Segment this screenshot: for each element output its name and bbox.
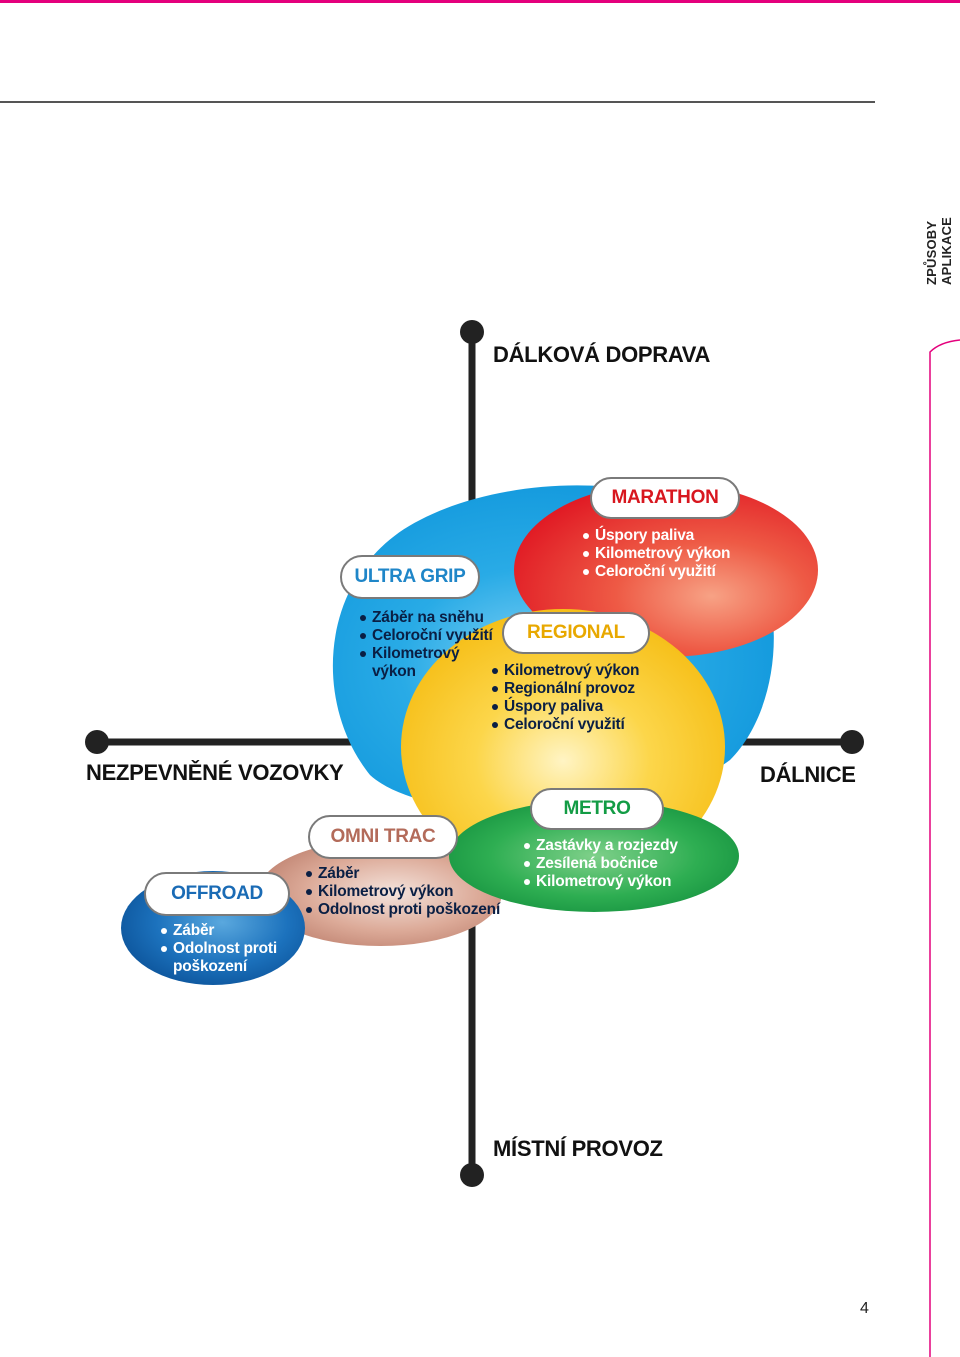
- feature-text: Kilometrový výkon: [595, 545, 731, 562]
- feature-text: Kilometrový výkon: [504, 662, 640, 679]
- bullet-icon: [583, 569, 589, 575]
- axis-label-bottom: MÍSTNÍ PROVOZ: [493, 1136, 663, 1161]
- feature-item: Kilometrový výkon: [360, 645, 495, 681]
- bullet-icon: [306, 907, 312, 913]
- bullet-icon: [161, 946, 167, 952]
- feature-text: Celoroční využití: [595, 563, 716, 580]
- omni-trac-label: OMNI TRAC: [308, 815, 458, 859]
- feature-item: Záběr: [306, 865, 506, 883]
- bullet-icon: [492, 686, 498, 692]
- header-rule: [0, 101, 875, 103]
- metro-label: METRO: [530, 788, 664, 830]
- feature-text: Záběr: [173, 922, 215, 939]
- feature-text: Celoroční využití: [504, 716, 625, 733]
- omni-trac-zone: [258, 840, 502, 946]
- feature-text: Odolnost proti poškození: [318, 901, 501, 918]
- omni-trac-features: Záběr Kilometrový výkon Odolnost proti p…: [306, 865, 506, 919]
- regional-label: REGIONAL: [502, 612, 650, 654]
- metro-zone: [449, 800, 739, 912]
- feature-item: Odolnost proti poškození: [161, 940, 291, 976]
- feature-item: Záběr: [161, 922, 291, 940]
- offroad-features: Záběr Odolnost proti poškození: [161, 922, 291, 976]
- feature-item: Celoroční využití: [360, 627, 495, 645]
- feature-text: Regionální provoz: [504, 680, 635, 697]
- feature-item: Záběr na sněhu: [360, 609, 495, 627]
- bullet-icon: [583, 533, 589, 539]
- feature-item: Zastávky a rozjezdy: [524, 837, 714, 855]
- page-number: 4: [860, 1300, 869, 1317]
- axis-label-right: DÁLNICE: [760, 762, 856, 787]
- feature-text: Kilometrový výkon: [372, 645, 460, 680]
- feature-item: Kilometrový výkon: [306, 883, 506, 901]
- feature-text: Zesílená bočnice: [536, 855, 658, 872]
- feature-text: Kilometrový výkon: [318, 883, 454, 900]
- top-accent-rule: [0, 0, 960, 3]
- feature-text: Celoroční využití: [372, 627, 493, 644]
- feature-text: Záběr na sněhu: [372, 609, 484, 626]
- ultra-grip-features: Záběr na sněhu Celoroční využití Kilomet…: [360, 609, 495, 681]
- axis-label-left: NEZPEVNĚNÉ VOZOVKY: [86, 760, 344, 785]
- bullet-icon: [492, 704, 498, 710]
- ultra-grip-label: ULTRA GRIP: [340, 555, 480, 599]
- bullet-icon: [306, 889, 312, 895]
- axis-end-right: [840, 730, 864, 754]
- bullet-icon: [524, 879, 530, 885]
- regional-features: Kilometrový výkon Regionální provoz Úspo…: [492, 662, 672, 734]
- bullet-icon: [360, 615, 366, 621]
- axis-end-left: [85, 730, 109, 754]
- feature-item: Celoroční využití: [492, 716, 672, 734]
- bullet-icon: [360, 651, 366, 657]
- metro-features: Zastávky a rozjezdy Zesílená bočnice Kil…: [524, 837, 714, 891]
- feature-item: Úspory paliva: [492, 698, 672, 716]
- side-decor-line: [929, 339, 960, 1357]
- bullet-icon: [306, 871, 312, 877]
- bullet-icon: [583, 551, 589, 557]
- feature-item: Kilometrový výkon: [524, 873, 714, 891]
- feature-item: Kilometrový výkon: [492, 662, 672, 680]
- axis-label-top: DÁLKOVÁ DOPRAVA: [493, 342, 711, 367]
- bullet-icon: [492, 722, 498, 728]
- marathon-features: Úspory paliva Kilometrový výkon Celoročn…: [583, 527, 763, 581]
- feature-item: Odolnost proti poškození: [306, 901, 506, 919]
- bullet-icon: [524, 861, 530, 867]
- bullet-icon: [524, 843, 530, 849]
- feature-item: Zesílená bočnice: [524, 855, 714, 873]
- feature-item: Regionální provoz: [492, 680, 672, 698]
- feature-text: Odolnost proti poškození: [173, 940, 277, 975]
- feature-item: Úspory paliva: [583, 527, 763, 545]
- feature-item: Celoroční využití: [583, 563, 763, 581]
- axis-end-bottom: [460, 1163, 484, 1187]
- feature-text: Kilometrový výkon: [536, 873, 672, 890]
- axis-end-top: [460, 320, 484, 344]
- feature-text: Úspory paliva: [504, 698, 604, 715]
- feature-item: Kilometrový výkon: [583, 545, 763, 563]
- bullet-icon: [360, 633, 366, 639]
- feature-text: Zastávky a rozjezdy: [536, 837, 678, 854]
- bullet-icon: [492, 668, 498, 674]
- offroad-label: OFFROAD: [144, 872, 290, 916]
- feature-text: Úspory paliva: [595, 527, 695, 544]
- marathon-label: MARATHON: [590, 477, 740, 519]
- bullet-icon: [161, 928, 167, 934]
- feature-text: Záběr: [318, 865, 360, 882]
